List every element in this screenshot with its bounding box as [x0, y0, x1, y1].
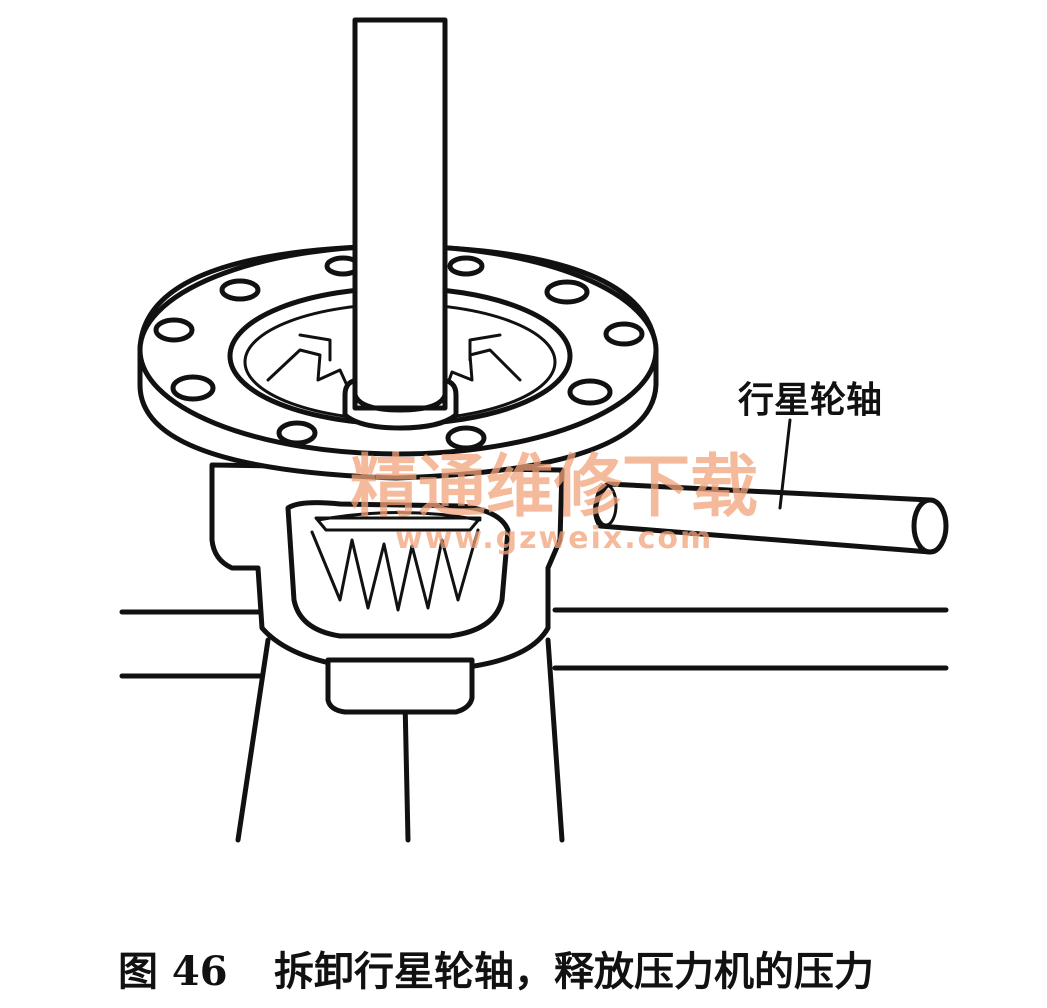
- figure-number: 图 46: [118, 948, 228, 995]
- figure-caption: 拆卸行星轮轴，释放压力机的压力: [274, 948, 874, 995]
- differential-case: [209, 462, 565, 715]
- watermark-chinese: 精通维修下载: [350, 447, 758, 527]
- pinion-gears: [266, 333, 522, 394]
- press-table-rails: [119, 607, 949, 679]
- watermark-url: www.gzweix.com: [395, 521, 713, 556]
- press-support-legs: [235, 637, 565, 843]
- press-ram: [342, 17, 459, 431]
- side-gear: [310, 511, 482, 612]
- pinion-shaft: [593, 481, 949, 555]
- flange-bolt-holes: [153, 255, 645, 451]
- callout-label-pinion-shaft: 行星轮轴: [738, 380, 882, 421]
- callout-leader-line: [778, 418, 792, 510]
